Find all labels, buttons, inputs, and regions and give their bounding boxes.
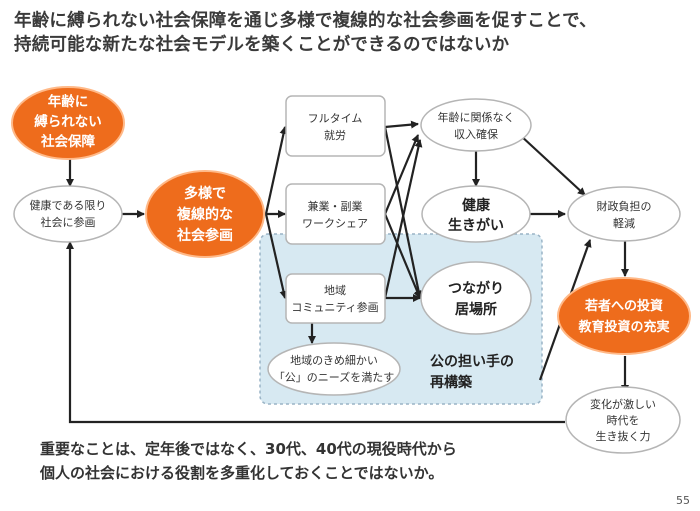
node-income: 年齢に関係なく 収入確保 — [420, 98, 532, 152]
public-bearers-label: 公の担い手の 再構築 — [430, 353, 514, 391]
arrow-sidejob-to-income — [383, 134, 420, 215]
node-age-free-security: 年齢に 縛られない 社会保障 — [11, 86, 125, 160]
svg-text:財政負担の: 財政負担の — [597, 199, 652, 213]
svg-text:多様で: 多様で — [184, 185, 226, 202]
svg-text:ワークシェア: ワークシェア — [302, 217, 368, 230]
svg-text:居場所: 居場所 — [455, 301, 497, 318]
arrow-survive-back-to-participate — [66, 241, 565, 424]
svg-text:コミュニティ参画: コミュニティ参画 — [291, 300, 378, 314]
arrow-sidejob-to-connection — [383, 213, 422, 299]
svg-text:健康である限り: 健康である限り — [30, 198, 107, 212]
svg-text:複線的な: 複線的な — [176, 206, 233, 223]
node-community: 地域 コミュニティ参画 — [285, 273, 386, 324]
footer-line-2: 個人の社会における役割を多重化しておくことではないか。 — [40, 464, 444, 482]
svg-text:変化が激しい: 変化が激しい — [590, 397, 656, 411]
page-number: 55 — [676, 494, 690, 507]
label: 縛られない — [34, 113, 102, 130]
node-health: 健康 生きがい — [421, 185, 531, 243]
node-youth-investment: 若者への投資 教育投資の充実 — [557, 277, 691, 355]
node-diverse-participation: 多様で 複線的な 社会参画 — [145, 170, 265, 258]
svg-text:就労: 就労 — [324, 128, 346, 142]
title-line-1: 年齢に縛られない社会保障を通じ多様で複線的な社会参画を促すことで、 — [14, 11, 597, 31]
arrow-fulltime-to-connection — [383, 126, 423, 299]
footer-note: 重要なことは、定年後ではなく、30代、40代の現役時代から 個人の社会における役… — [40, 437, 660, 485]
arrow-diverse-to-community — [264, 213, 288, 299]
label: 年齢に — [48, 93, 89, 110]
svg-text:社会に参画: 社会に参画 — [41, 215, 96, 229]
node-participate-while-healthy: 健康である限り 社会に参画 — [13, 185, 123, 243]
svg-text:年齢に関係なく: 年齢に関係なく — [438, 110, 515, 124]
node-side-job: 兼業・副業 ワークシェア — [285, 183, 386, 245]
svg-text:軽減: 軽減 — [613, 216, 635, 230]
arrow-community-to-income — [383, 139, 423, 299]
svg-text:時代を: 時代を — [607, 414, 640, 427]
label: 社会保障 — [40, 133, 95, 150]
svg-text:生きがい: 生きがい — [448, 217, 504, 234]
arrow-income-to-fiscal — [519, 134, 586, 196]
svg-text:再構築: 再構築 — [430, 374, 473, 391]
node-local-needs: 地域のきめ細かい 「公」のニーズを満たす — [267, 342, 401, 396]
svg-text:若者への投資: 若者への投資 — [584, 298, 663, 314]
title-line-2: 持続可能な新たな社会モデルを築くことができるのではないか — [14, 35, 510, 55]
svg-text:つながり: つながり — [448, 280, 504, 297]
node-survive-change: 変化が激しい 時代を 生き抜く力 — [565, 386, 681, 454]
arrow-fulltime-to-income — [384, 120, 419, 129]
page-title: 年齢に縛られない社会保障を通じ多様で複線的な社会参画を促すことで、 持続可能な新… — [14, 9, 694, 57]
svg-text:「公」のニーズを満たす: 「公」のニーズを満たす — [274, 370, 394, 384]
node-fulltime: フルタイム 就労 — [285, 95, 386, 157]
svg-text:公の担い手の: 公の担い手の — [430, 353, 514, 370]
footer-line-1: 重要なことは、定年後ではなく、30代、40代の現役時代から — [40, 440, 457, 458]
svg-text:収入確保: 収入確保 — [454, 127, 498, 141]
svg-text:地域: 地域 — [324, 284, 346, 297]
svg-text:地域のきめ細かい: 地域のきめ細かい — [290, 354, 378, 367]
node-fiscal: 財政負担の 軽減 — [567, 186, 681, 242]
svg-text:社会参画: 社会参画 — [176, 227, 233, 244]
node-connection: つながり 居場所 — [420, 261, 532, 335]
svg-text:生き抜く力: 生き抜く力 — [596, 429, 651, 443]
svg-text:兼業・副業: 兼業・副業 — [308, 200, 363, 213]
arrow-diverse-to-fulltime — [264, 126, 288, 215]
svg-text:フルタイム: フルタイム — [308, 112, 363, 125]
svg-text:教育投資の充実: 教育投資の充実 — [577, 319, 669, 335]
svg-text:健康: 健康 — [462, 197, 491, 214]
